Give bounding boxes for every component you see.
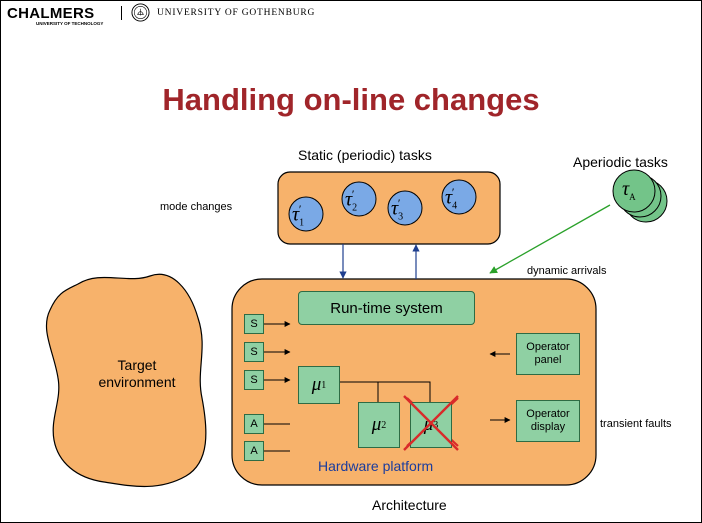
architecture-label: Architecture [372,497,447,513]
target-environment-blob [45,273,207,488]
task-circle-2 [341,181,377,217]
mode-changes-label: mode changes [160,201,233,213]
task-label-3: τ3′ [391,196,404,223]
task-circle-3 [387,190,423,226]
task-circle-4 [441,179,477,215]
dynamic-arrivals-label: dynamic arrivals [527,265,607,277]
sensor-box-2: S [244,342,264,362]
task-circle-1 [288,196,324,232]
sensor-box-1: S [244,314,264,334]
gothenburg-logo: UNIVERSITY OF GOTHENBURG [157,8,316,18]
header-divider [121,6,122,20]
operator-panel-box: Operator panel [516,333,580,375]
sensor-box-3: S [244,370,264,390]
transient-faults-label: transient faults [600,418,672,430]
runtime-system-box: Run-time system [298,291,475,325]
slide-header: CHALMERS UNIVERSITY OF TECHNOLOGY UNIVER… [0,0,702,30]
aperiodic-tasks-label: Aperiodic tasks [573,154,668,170]
actuator-box-1: A [244,414,264,434]
static-tasks-label: Static (periodic) tasks [298,147,432,163]
slide-title: Handling on-line changes [162,82,540,117]
dynamic-arrival-arrow [489,204,611,274]
aperiodic-circle-front [612,169,656,213]
task-label-1: τ1′ [292,202,305,229]
aperiodic-task-label: τA [622,178,636,202]
actuator-box-2: A [244,441,264,461]
hardware-platform-label: Hardware platform [318,458,434,474]
chalmers-logo: CHALMERS [7,5,95,22]
task-label-2: τ2′ [345,187,358,214]
target-environment-label: Target environment [98,357,176,390]
university-seal-icon [131,3,150,22]
chalmers-logo-subtitle: UNIVERSITY OF TECHNOLOGY [36,21,104,26]
operator-display-box: Operator display [516,400,580,442]
task-label-4: τ4′ [445,185,458,212]
